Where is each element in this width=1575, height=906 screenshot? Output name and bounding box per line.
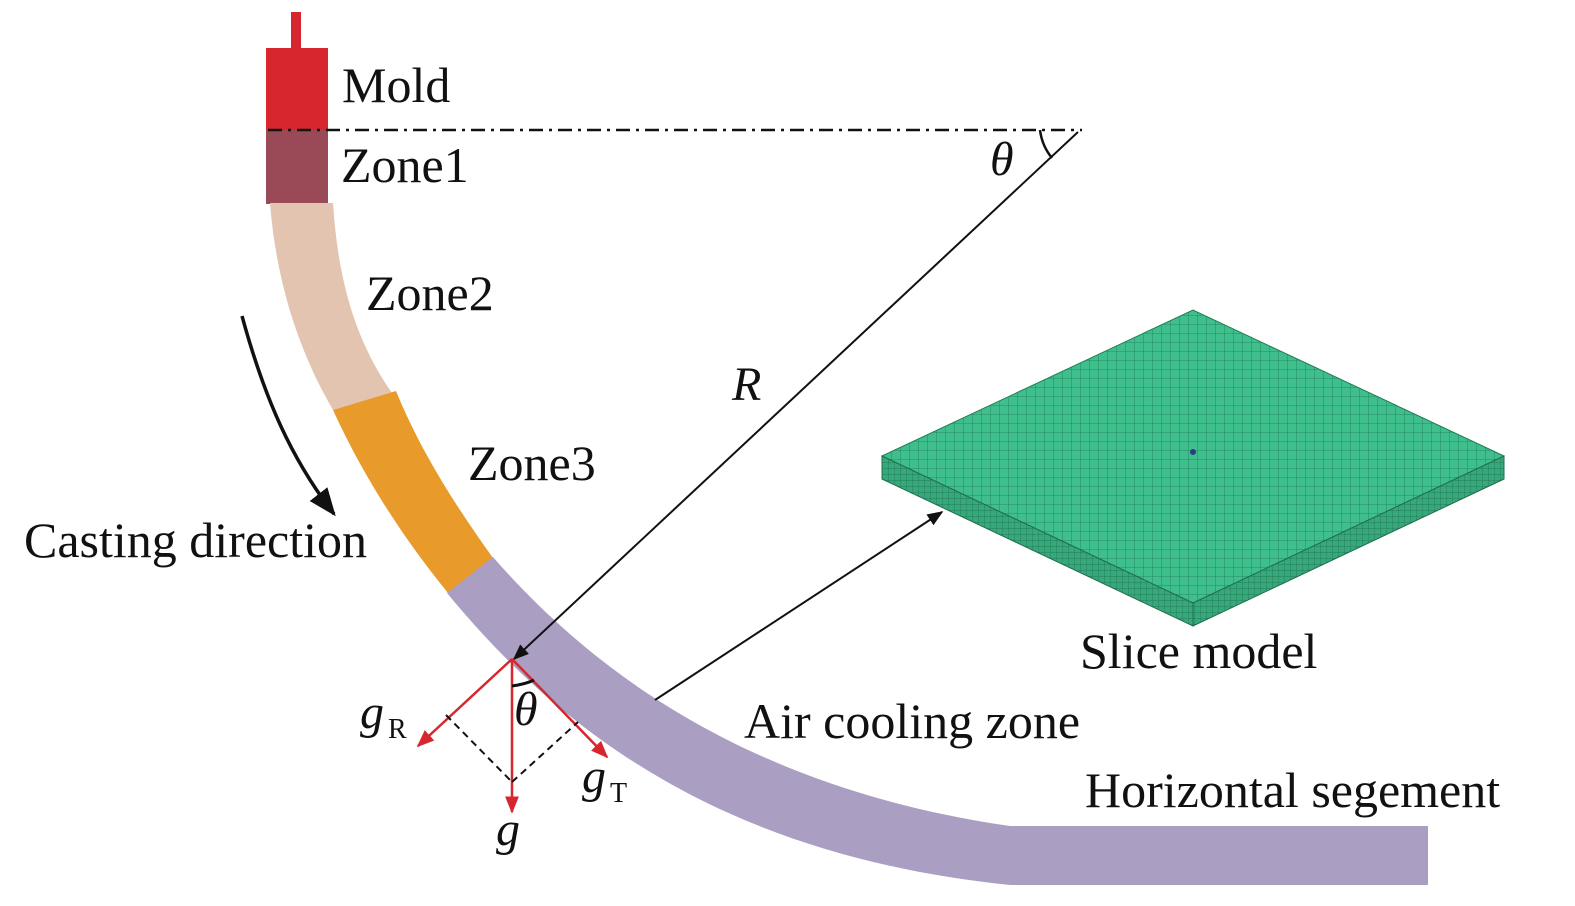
mold-body: [266, 48, 328, 130]
slice-model: [880, 309, 1506, 627]
zone2-segment: [270, 203, 392, 410]
slice-model-center-dot: [1190, 449, 1196, 455]
angle-bottom-label: θ: [514, 683, 538, 736]
g-tangential-base: g: [582, 750, 606, 803]
g-radial-base: g: [360, 686, 384, 739]
dashed-projection-2: [511, 721, 579, 783]
mold-label: Mold: [342, 57, 450, 113]
air-cooling-segment: [447, 557, 1428, 885]
zone3-label: Zone3: [468, 435, 596, 491]
radius-label: R: [731, 358, 761, 411]
radius-arrow: [512, 131, 1079, 661]
g-radial-label: g R: [360, 686, 407, 745]
g-tangential-subscript: T: [610, 778, 627, 809]
zone3-segment: [333, 391, 493, 593]
gravity-label: g: [496, 803, 520, 856]
slice-model-side-right: [1192, 455, 1505, 627]
tangential-gravity-arrow: [511, 658, 609, 759]
mold-block: [266, 12, 328, 130]
mold-nozzle: [291, 12, 301, 50]
zone2-label: Zone2: [366, 265, 494, 321]
slice-pointer-arrow: [654, 511, 944, 701]
gravity-decomposition: [416, 658, 609, 814]
slice-model-label: Slice model: [1080, 623, 1317, 679]
casting-direction-label: Casting direction: [24, 512, 367, 568]
angle-top-label: θ: [990, 133, 1014, 186]
g-tangential-label: g T: [582, 750, 627, 809]
zone1-label: Zone1: [341, 137, 469, 193]
horizontal-segment-label: Horizontal segement: [1085, 762, 1500, 818]
dashed-projection-1: [445, 714, 513, 783]
slice-model-top: [880, 309, 1506, 604]
radial-gravity-arrow: [416, 658, 513, 748]
casting-direction-arrow: [240, 315, 336, 517]
zone1-segment: [266, 130, 328, 204]
angle-arc-bottom: [511, 678, 535, 688]
angle-arc-top: [1038, 129, 1053, 159]
air-cooling-zone-label: Air cooling zone: [744, 693, 1080, 749]
g-radial-subscript: R: [388, 714, 407, 745]
